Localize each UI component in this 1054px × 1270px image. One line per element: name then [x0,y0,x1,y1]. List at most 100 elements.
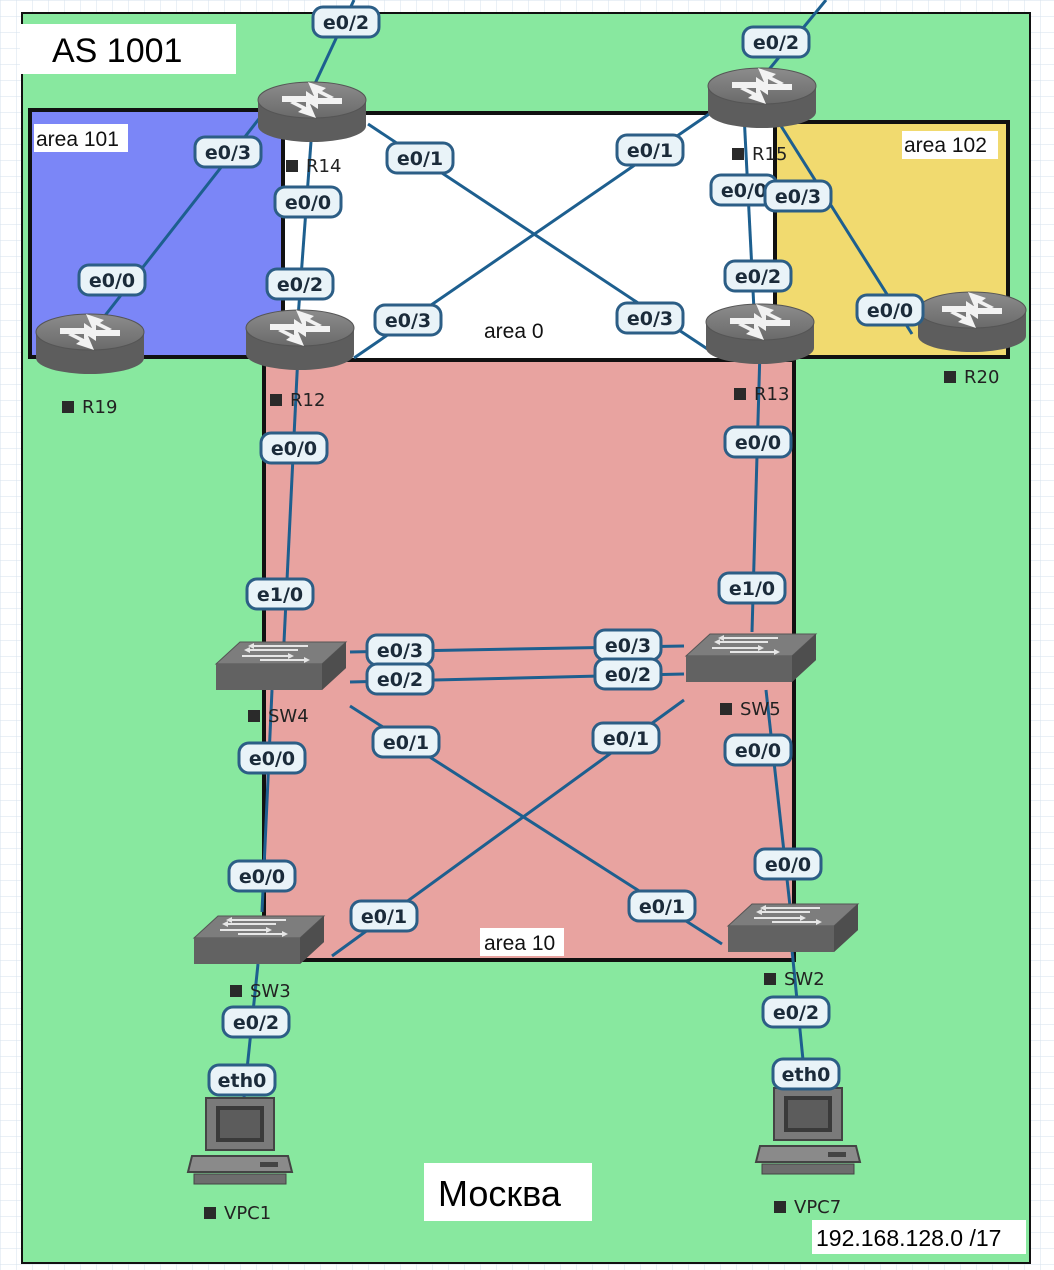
switch-icon [193,915,325,965]
device-sw5[interactable]: SW5 [685,633,817,720]
area-label-area102: area 102 [902,131,998,159]
router-icon [245,309,355,371]
device-r20[interactable]: R20 [917,291,1027,388]
port-label: e0/3 [615,301,685,335]
port-sw5-e0-0: e0/0 [735,740,781,762]
device-label-vpc1: VPC1 [224,1203,271,1224]
device-vpc1[interactable]: VPC1 [187,1097,293,1224]
network-label: 192.168.128.0 /17 [816,1225,1001,1251]
port-r13-e0-0: e0/0 [735,432,781,454]
port-pill [221,1005,291,1039]
port-r14-e0-0: e0/0 [285,192,331,214]
port-label: e0/3 [593,628,663,662]
device-label-vpc7: VPC7 [794,1197,841,1218]
area-label-text: area 102 [904,134,987,157]
port-label: eth0 [771,1057,841,1091]
device-sw3[interactable]: SW3 [193,915,325,1002]
port-pill [753,847,823,881]
port-pill [259,431,329,465]
port-label: e0/2 [593,657,663,691]
port-label: eth0 [207,1063,277,1097]
device-label-r12: R12 [290,390,325,411]
port-pill [717,571,787,605]
port-pill [763,179,833,213]
device-r12[interactable]: R12 [245,309,355,411]
port-label: e0/0 [259,431,329,465]
port-pill [373,303,443,337]
port-r15-e0-2: e0/2 [753,32,799,54]
port-pill [237,741,307,775]
port-vpc7-eth0: eth0 [782,1064,831,1086]
port-sw5-e0-1: e0/1 [603,728,649,750]
device-marker-icon [732,148,744,160]
port-pill [741,25,811,59]
device-label-r14: R14 [306,156,341,177]
port-sw4-e0-1: e0/1 [383,732,429,754]
device-r13[interactable]: R13 [705,303,815,405]
port-label: e0/3 [193,135,263,169]
as-label-box [20,24,236,74]
port-pill [615,133,685,167]
port-r15-e0-1: e0/1 [627,140,673,162]
port-pill [615,301,685,335]
device-marker-icon [204,1207,216,1219]
port-pill [855,293,925,327]
port-sw5-e0-3: e0/3 [605,635,651,657]
router-icon [917,291,1027,353]
device-r19[interactable]: R19 [35,313,145,418]
port-sw4-e0-0: e0/0 [249,748,295,770]
port-pill [385,141,455,175]
port-pill [207,1063,277,1097]
port-label: e1/0 [717,571,787,605]
device-r14[interactable]: R14 [257,81,367,177]
port-label: e0/3 [365,633,435,667]
port-label: e1/0 [245,577,315,611]
device-label-r13: R13 [754,384,789,405]
device-marker-icon [774,1201,786,1213]
port-pill [365,662,435,696]
port-pill [723,259,793,293]
device-vpc7[interactable]: VPC7 [755,1087,861,1218]
port-label: e0/1 [385,141,455,175]
device-sw2[interactable]: SW2 [727,903,859,990]
port-label: e0/0 [753,847,823,881]
router-icon [705,303,815,365]
port-pill [627,889,697,923]
port-r13-e0-3: e0/3 [627,308,673,330]
port-pill [227,859,297,893]
router-icon [35,313,145,375]
port-pill [371,725,441,759]
port-label: e0/2 [365,662,435,696]
port-pill [761,995,831,1029]
device-marker-icon [62,401,74,413]
device-label-sw2: SW2 [784,969,825,990]
switch-icon [215,641,347,691]
as-label: AS 1001 [52,32,182,70]
device-marker-icon [286,160,298,172]
port-r19-e0-0: e0/0 [89,270,135,292]
device-r15[interactable]: R15 [707,67,817,165]
port-label: e0/2 [265,267,335,301]
port-label: e0/1 [349,899,419,933]
port-pill [771,1057,841,1091]
device-sw4[interactable]: SW4 [215,641,347,727]
port-label: e0/0 [855,293,925,327]
area-label-text: area 0 [484,320,544,343]
port-r14-e0-2: e0/2 [323,12,369,34]
router-icon [257,81,367,143]
device-marker-icon [764,973,776,985]
port-pill [265,267,335,301]
port-sw3-e0-0: e0/0 [239,866,285,888]
port-sw2-e0-0: e0/0 [765,854,811,876]
port-sw5-e1-0: e1/0 [729,578,775,600]
switch-icon [727,903,859,953]
port-pill [723,425,793,459]
city-label: Москва [438,1173,562,1214]
device-label-sw3: SW3 [250,981,291,1002]
port-pill [591,721,661,755]
port-sw2-e0-1: e0/1 [639,896,685,918]
port-pill [245,577,315,611]
port-pill [593,657,663,691]
